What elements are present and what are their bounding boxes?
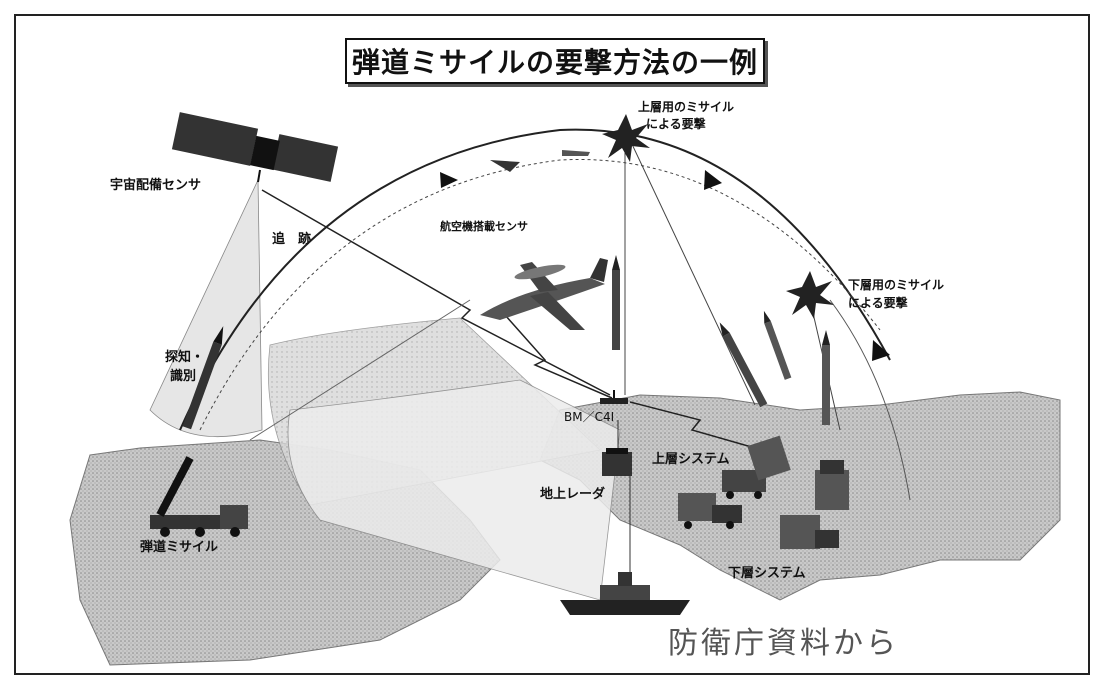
arrow-1 bbox=[440, 172, 458, 188]
label-lower-intercept-2: による要撃 bbox=[848, 296, 908, 310]
lower-system-launcher-icon bbox=[678, 493, 742, 529]
missile-launcher-truck-icon bbox=[150, 456, 248, 537]
interceptor-arc-right bbox=[829, 299, 911, 501]
upper-system-launcher-icon bbox=[722, 435, 791, 499]
source-caption: 防衛庁資料から bbox=[668, 626, 899, 661]
label-airborne-sensor: 航空機搭載センサ bbox=[440, 220, 528, 233]
ground-radar-icon bbox=[602, 448, 632, 476]
comm-link-satellite bbox=[261, 189, 611, 396]
lower-explosion-icon bbox=[786, 271, 834, 319]
beam-edge bbox=[249, 299, 471, 441]
label-space-sensor: 宇宙配備センサ bbox=[110, 178, 202, 193]
label-bmc4i: BM／C4I bbox=[564, 410, 615, 424]
trajectory-arc bbox=[179, 128, 891, 431]
upper-intercept-line-2 bbox=[629, 139, 756, 406]
radar-beam-2 bbox=[287, 379, 621, 601]
lower-system-launcher-2-icon bbox=[780, 515, 839, 549]
label-upper-intercept-1: 上層用のミサイル bbox=[638, 100, 735, 114]
label-upper-system: 上層システム bbox=[652, 452, 730, 467]
warhead-icon bbox=[490, 160, 520, 172]
bmc4i-station-icon bbox=[600, 390, 628, 404]
upper-system-launcher-2-icon bbox=[815, 460, 849, 510]
arrow-2 bbox=[704, 170, 722, 190]
lower-interceptor-missile-2-icon bbox=[763, 310, 792, 380]
upper-interceptor-missile-icon bbox=[612, 255, 620, 350]
booster-icon bbox=[562, 150, 590, 156]
title-box: 弾道ミサイルの要撃方法の一例 bbox=[345, 38, 765, 84]
comm-link-upper bbox=[629, 401, 756, 449]
upper-interceptor-missile-2-icon bbox=[719, 322, 768, 408]
label-ground-radar: 地上レーダ bbox=[540, 487, 606, 502]
arrow-3 bbox=[872, 340, 890, 361]
satellite-icon bbox=[171, 112, 339, 183]
ship-icon bbox=[560, 572, 690, 615]
lower-interceptor-missile-icon bbox=[822, 330, 830, 425]
label-detect-2: 識別 bbox=[170, 369, 197, 384]
aircraft-icon bbox=[480, 258, 608, 330]
comm-link-aircraft bbox=[504, 314, 613, 399]
ballistic-missile-flight-icon bbox=[182, 326, 224, 430]
label-lower-intercept-1: 下層用のミサイル bbox=[848, 278, 945, 292]
label-ballistic-missile: 弾道ミサイル bbox=[140, 540, 219, 555]
upper-explosion-icon bbox=[602, 114, 650, 162]
page-title: 弾道ミサイルの要撃方法の一例 bbox=[351, 46, 758, 79]
label-detect-1: 探知・ bbox=[165, 350, 205, 365]
diagram-frame bbox=[14, 14, 1090, 675]
label-upper-intercept-2: による要撃 bbox=[646, 117, 706, 131]
space-sensor-cone bbox=[149, 179, 263, 438]
label-lower-system: 下層システム bbox=[728, 566, 806, 581]
label-tracking: 追 跡 bbox=[272, 232, 312, 247]
